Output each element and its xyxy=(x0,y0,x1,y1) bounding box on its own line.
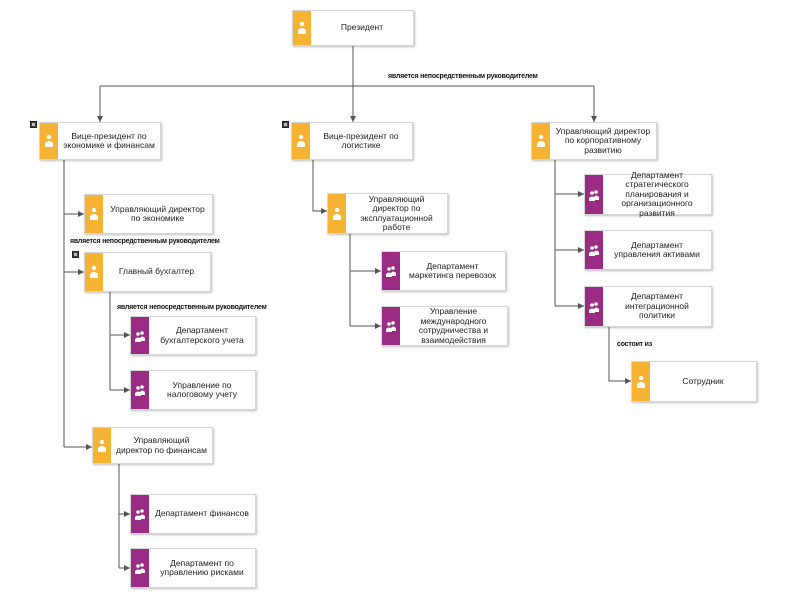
group-icon xyxy=(386,321,396,332)
arrow-md-econ xyxy=(78,211,84,217)
group-icon xyxy=(589,245,599,256)
org-node-dept-international[interactable]: Управление международного сотрудничества… xyxy=(381,306,508,346)
org-node-dept-marketing[interactable]: Департамент маркетинга перевозок xyxy=(381,251,506,291)
arrow-dept-fin xyxy=(124,511,130,517)
org-node-president[interactable]: Президент xyxy=(292,10,414,46)
org-node-dept-accounting[interactable]: Департамент бухгалтерского учета xyxy=(130,316,256,355)
group-icon xyxy=(135,385,145,396)
group-icon xyxy=(589,189,599,201)
expand-toggle-chief-acc[interactable] xyxy=(72,251,79,258)
org-node-dept-tax-accounting[interactable]: Управление по налоговому учету xyxy=(130,370,256,410)
group-icon xyxy=(135,330,145,342)
connector-president-vps xyxy=(99,46,595,122)
relation-label-consists-of: состоит из xyxy=(617,341,653,348)
arrow-dept-risk xyxy=(124,565,130,571)
person-icon xyxy=(537,134,545,147)
org-node-vp-economics-finance[interactable]: Вице-президент по экономике и финансам xyxy=(39,122,161,160)
connector-vp-log-branch xyxy=(312,160,327,212)
group-icon xyxy=(135,563,145,574)
arrow-md-ops xyxy=(321,208,327,214)
connector-md-corp-branch xyxy=(554,160,584,307)
arrow-dept-integ xyxy=(578,303,584,309)
arrow-chief-acc xyxy=(78,269,84,275)
person-icon xyxy=(298,21,306,34)
person-icon xyxy=(90,265,98,278)
person-icon xyxy=(637,375,645,388)
org-node-dept-asset-management[interactable]: Департамент управления активами xyxy=(584,230,712,270)
org-node-dept-finance[interactable]: Департамент финансов xyxy=(130,494,256,534)
group-icon xyxy=(386,266,396,277)
arrow-employee xyxy=(625,378,631,384)
org-node-vp-logistics[interactable]: Вице-президент по логистике xyxy=(291,122,413,160)
person-icon xyxy=(297,134,305,147)
arrow-dept-mkt xyxy=(375,268,381,274)
org-node-md-operations[interactable]: Управляющий директор по эксплуатационной… xyxy=(327,193,448,234)
person-icon xyxy=(45,134,53,147)
group-icon xyxy=(589,301,599,313)
org-node-dept-integration-policy[interactable]: Департамент интеграционной политики xyxy=(584,286,712,327)
person-icon xyxy=(90,207,98,220)
arrow-dept-acc xyxy=(124,332,130,338)
arrow-dept-assets xyxy=(578,247,584,253)
org-node-employee[interactable]: Сотрудник xyxy=(631,361,757,402)
org-node-dept-strategic-planning[interactable]: Департамент стратегического планирования… xyxy=(584,170,712,218)
org-node-dept-risk-management[interactable]: Департамент по управлению рисками xyxy=(130,548,256,588)
person-icon xyxy=(333,207,341,220)
arrow-dept-strat xyxy=(578,191,584,197)
org-node-md-finance[interactable]: Управляющий директор по финансам xyxy=(92,427,213,464)
arrow-md-fin xyxy=(86,444,92,450)
expand-toggle-vp-econ[interactable] xyxy=(30,121,37,128)
arrow-md-corp xyxy=(591,116,597,122)
relation-label-vp-econ: является непосредственным руководителем xyxy=(70,238,220,245)
arrow-dept-intl xyxy=(375,323,381,329)
connector-employee xyxy=(608,327,631,382)
relation-label-chief-acc: является непосредственным руководителем xyxy=(117,304,267,311)
org-node-chief-accountant[interactable]: Главный бухгалтер xyxy=(84,252,211,292)
person-icon xyxy=(98,439,106,452)
connector-md-ops-branch xyxy=(349,234,381,327)
group-icon xyxy=(135,509,145,520)
org-node-md-economics[interactable]: Управляющий директор по экономике xyxy=(84,194,213,234)
arrow-vp-econ xyxy=(97,116,103,122)
expand-toggle-vp-log[interactable] xyxy=(282,121,289,128)
arrow-dept-tax xyxy=(124,387,130,393)
connector-vp-econ-branch xyxy=(63,155,92,448)
org-node-md-corporate-development[interactable]: Управляющий директор по корпоративному р… xyxy=(531,122,657,160)
arrow-vp-log xyxy=(350,116,356,122)
relation-label-president: является непосредственным руководителем xyxy=(388,73,538,80)
